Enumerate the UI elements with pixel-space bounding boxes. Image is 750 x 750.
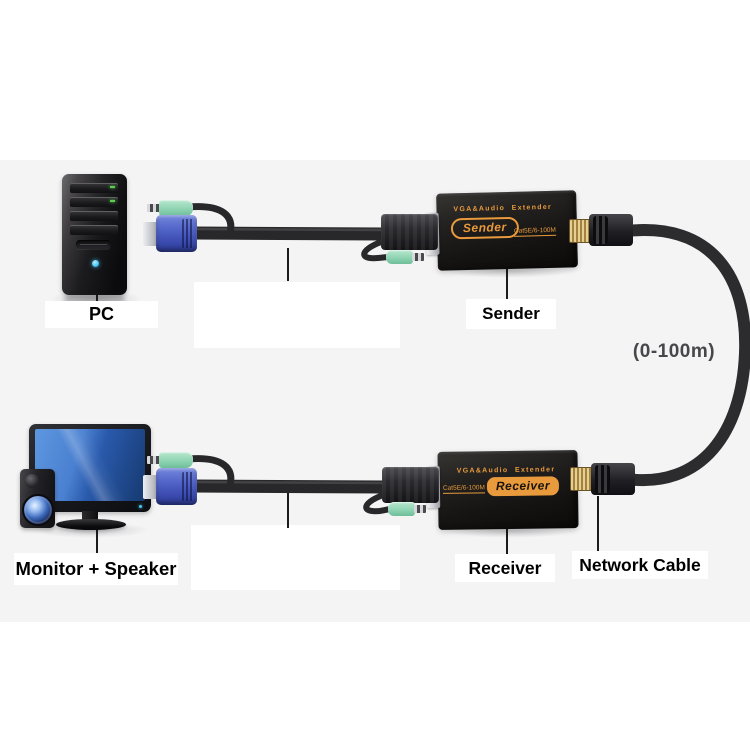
rj45-plug-icon bbox=[591, 463, 635, 495]
label-monitor-speaker: Monitor + Speaker bbox=[14, 553, 178, 585]
label-pc: PC bbox=[45, 301, 158, 328]
audio-plug-tip bbox=[414, 505, 426, 513]
audio-plug-tip bbox=[147, 456, 161, 464]
vga-blue-body bbox=[156, 468, 197, 505]
audio-loop-bottom-left bbox=[184, 455, 235, 489]
speaker-illustration bbox=[20, 469, 55, 528]
power-led-icon bbox=[92, 260, 99, 267]
rj45-plug-icon bbox=[589, 214, 633, 246]
background-patch bbox=[194, 282, 400, 348]
audio-jack-icon bbox=[388, 502, 428, 516]
audio-plug-tip bbox=[412, 253, 424, 261]
pc-tower-illustration bbox=[62, 174, 127, 319]
audio-loop-bottom-right bbox=[363, 491, 393, 515]
drive-bay bbox=[70, 211, 118, 221]
audio-loop-top-right bbox=[361, 238, 391, 262]
unit-spec: Cat5E/6-100M bbox=[442, 484, 485, 494]
vga-metal-face bbox=[143, 222, 158, 246]
monitor-illustration bbox=[29, 424, 153, 530]
speaker-woofer-icon bbox=[22, 494, 54, 526]
vga-cable-top bbox=[185, 226, 393, 241]
speaker-tweeter-icon bbox=[25, 474, 39, 488]
tower-body bbox=[62, 174, 127, 295]
drive-bay bbox=[70, 225, 118, 235]
sender-unit-illustration: VGA&Audio Extender Sender Cat5E/6-100M bbox=[425, 190, 578, 271]
audio-plug-body bbox=[159, 200, 193, 216]
vga-cable-bottom-highlight bbox=[191, 480, 389, 485]
audio-plug-body bbox=[386, 250, 413, 264]
unit-title: VGA&Audio Extender bbox=[456, 466, 556, 475]
vga-metal-face bbox=[143, 475, 158, 499]
vga-connector-icon bbox=[143, 215, 197, 252]
vga-connector-icon bbox=[143, 468, 197, 505]
monitor-bezel bbox=[29, 424, 151, 512]
drive-bays bbox=[70, 183, 118, 239]
audio-plug-body bbox=[159, 452, 193, 468]
label-network-cable: Network Cable bbox=[572, 551, 708, 579]
vga-cable-bottom bbox=[185, 479, 395, 494]
audio-jack-icon bbox=[147, 452, 193, 468]
label-distance-range: (0-100m) bbox=[632, 341, 716, 362]
monitor-stand-neck bbox=[82, 511, 98, 521]
unit-spec: Cat5E/6-100M bbox=[513, 226, 557, 237]
leader-lines bbox=[96, 248, 599, 556]
receiver-unit-illustration: VGA&Audio Extender Cat5E/6-100M Receiver bbox=[426, 450, 579, 530]
receiver-badge: Receiver bbox=[486, 476, 560, 497]
label-receiver: Receiver bbox=[455, 554, 555, 582]
audio-jack-icon bbox=[386, 250, 426, 264]
vga-plug-icon bbox=[382, 467, 439, 503]
drive-bay bbox=[70, 197, 118, 207]
monitor-power-led-icon bbox=[139, 505, 142, 508]
unit-title: VGA&Audio Extender bbox=[453, 203, 553, 214]
front-panel-slot bbox=[76, 240, 111, 249]
sender-badge: Sender bbox=[450, 216, 519, 240]
label-sender: Sender bbox=[466, 299, 556, 329]
background-patch bbox=[191, 525, 400, 590]
audio-loop-top-left bbox=[184, 203, 235, 237]
monitor-stand-base bbox=[56, 519, 126, 530]
vga-blue-body bbox=[156, 215, 197, 252]
audio-plug-body bbox=[388, 502, 415, 516]
audio-plug-tip bbox=[147, 204, 161, 212]
vga-cable-top-highlight bbox=[191, 227, 387, 232]
vga-plug-icon bbox=[381, 214, 438, 250]
drive-bay bbox=[70, 183, 118, 193]
network-cable-arc bbox=[620, 224, 750, 487]
audio-jack-icon bbox=[147, 200, 193, 216]
